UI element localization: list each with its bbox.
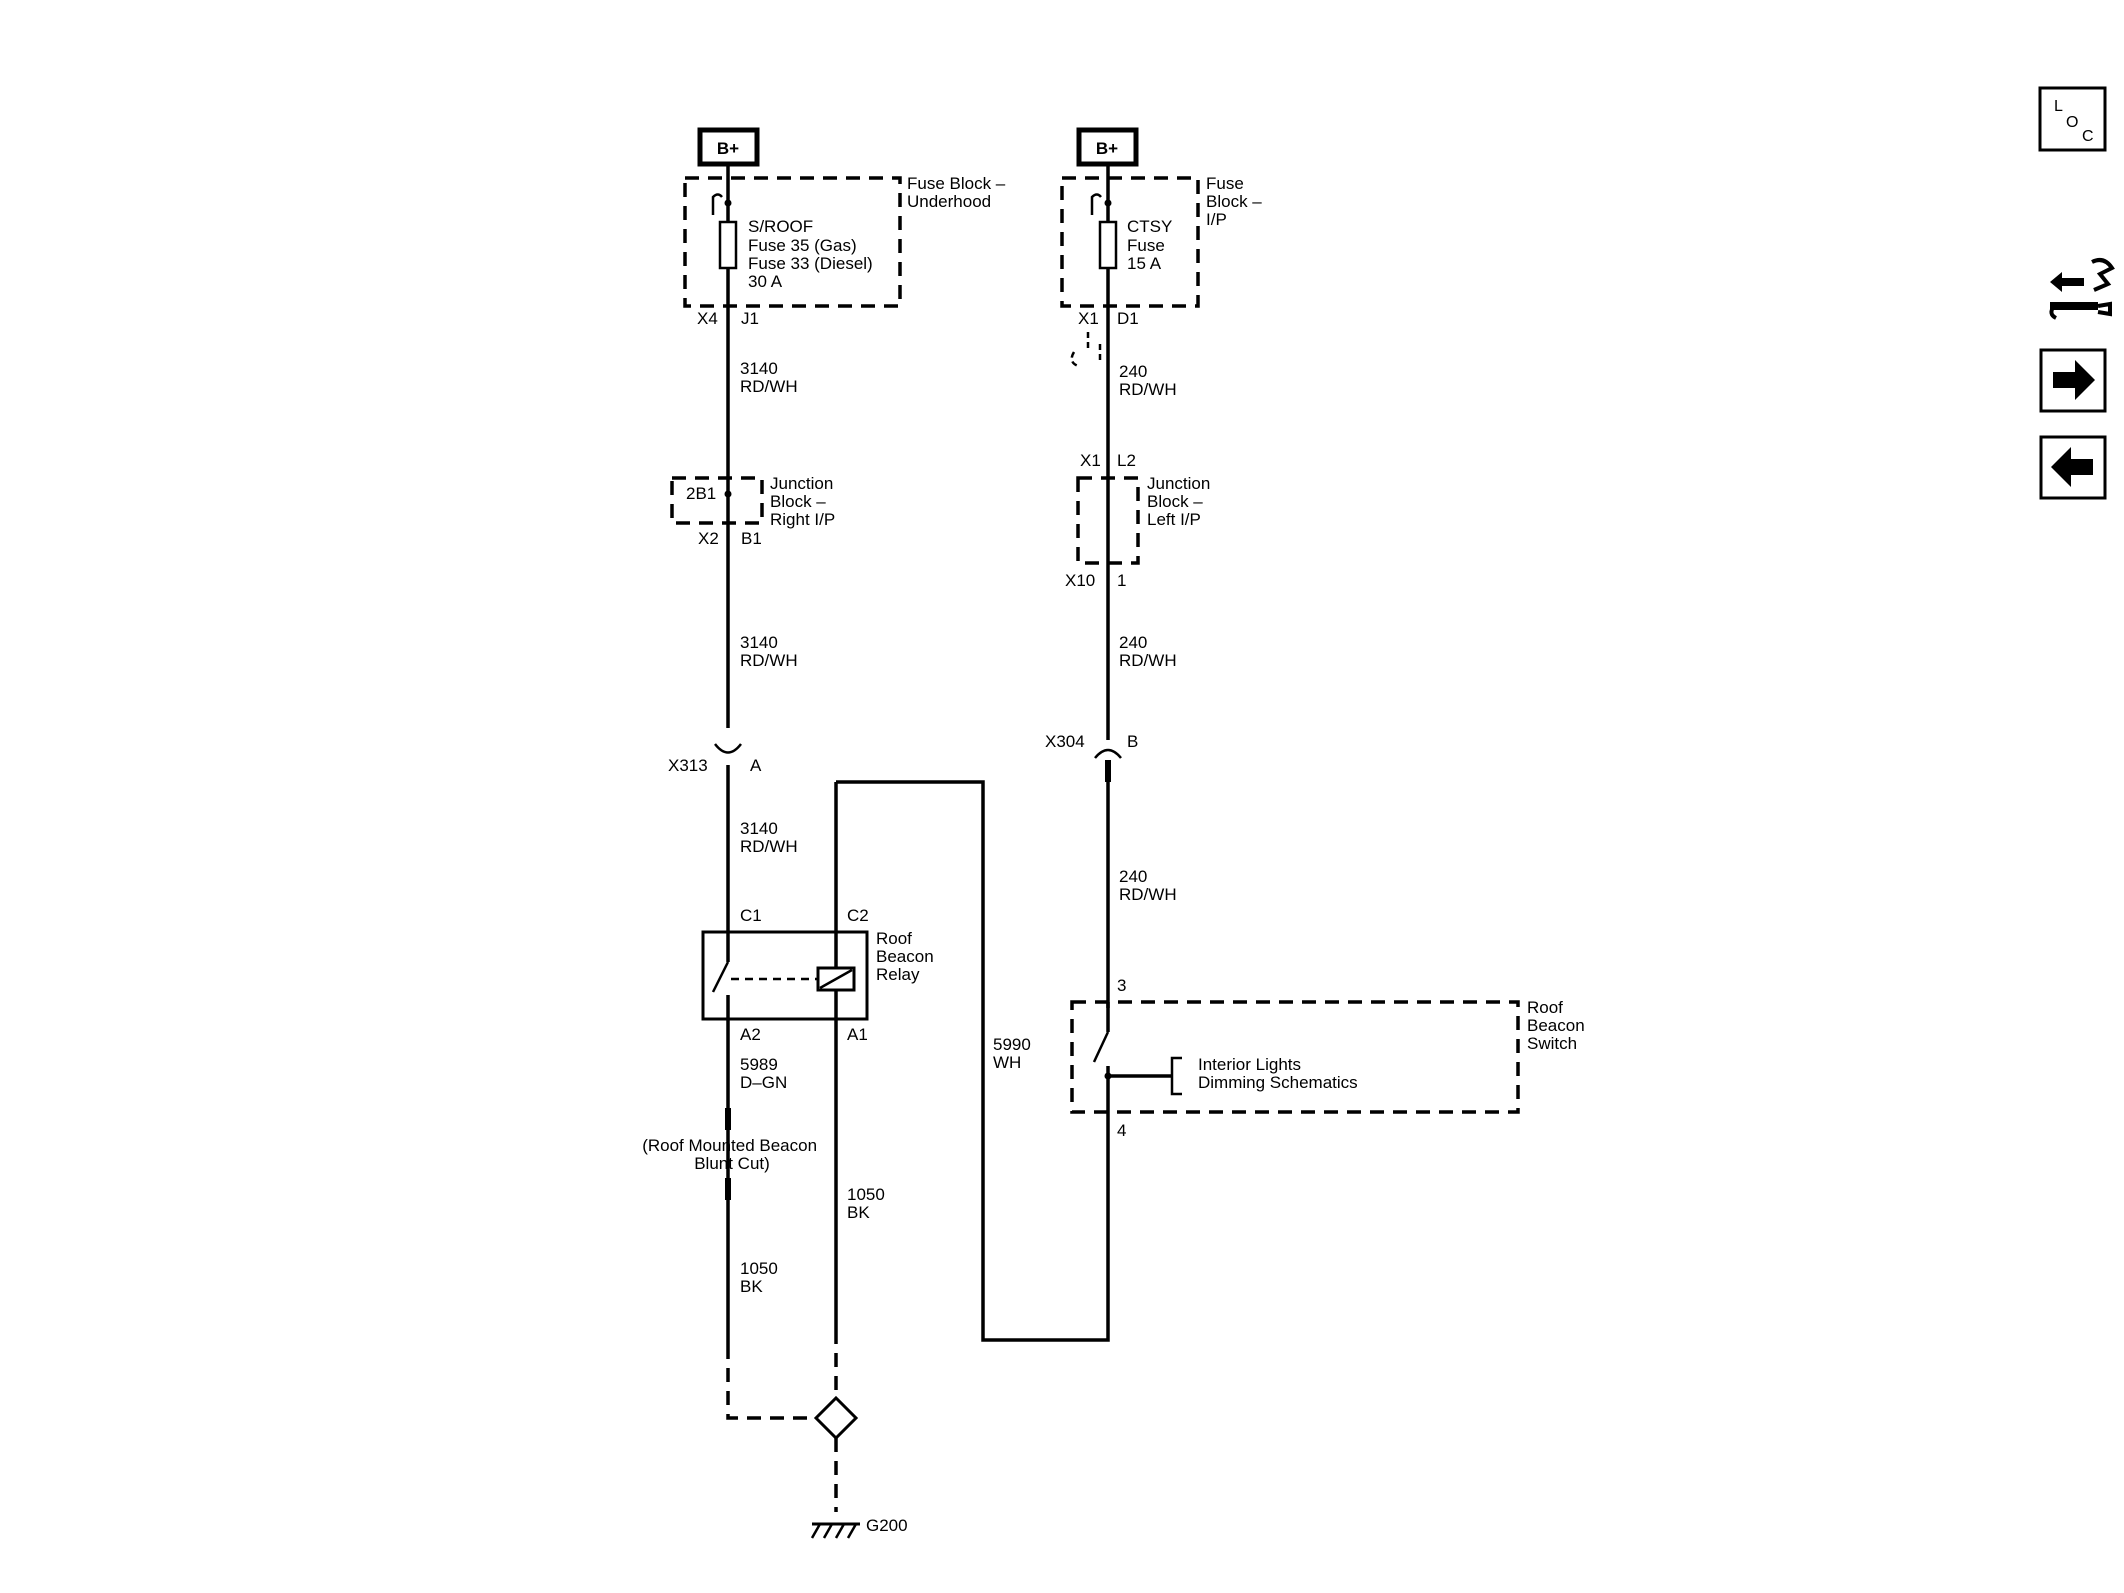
connector-list-button[interactable] [2049,258,2115,320]
switch-pin-4: 4 [1117,1121,1126,1140]
wire-5989-label: 5989 D–GN [740,1055,787,1092]
x304-pin-label: B [1127,732,1138,751]
relay-pin-c2: C2 [847,906,869,925]
wire-1050-label-a: 1050 BK [740,1259,783,1296]
fuse-ip-connector-symbol [1070,332,1102,368]
battery-positive-label-left: B+ [717,139,739,158]
wire-240-label-a: 240 RD/WH [1119,362,1177,399]
loc-icon [2038,86,2107,152]
wire-3140-label-b: 3140 RD/WH [740,633,798,670]
junction-block-right-ip-name: Junction Block – Right I/P [770,474,838,529]
roof-beacon-relay-name: Roof Beacon Relay [876,929,938,984]
blunt-cut-upper-stub [725,1108,731,1130]
loc-button[interactable]: L O C [2038,86,2107,152]
junction-left-top-connector: X1 [1080,451,1101,470]
fuse-underhood-connector: X4 [697,309,718,328]
junction-right-inner-pin: 2B1 [686,484,716,503]
wire-3140-label-c: 3140 RD/WH [740,819,798,856]
fuse-ip-pin: D1 [1117,309,1139,328]
relay-pin-a1: A1 [847,1025,868,1044]
ground-splice-diamond [813,1395,859,1441]
wire-5990: 5990 WH [836,780,1110,1342]
left-arrow-icon [2051,447,2093,487]
relay-pin-a2: A2 [740,1025,761,1044]
wire-240-label-c: 240 RD/WH [1119,867,1177,904]
fuse-s-roof-label: S/ROOF Fuse 35 (Gas) Fuse 33 (Diesel) 30… [748,217,877,291]
left-circuit: B+ Fuse Block – Underhood S/ROOF Fuse 35… [642,127,1010,1539]
roof-beacon-relay [701,930,869,1021]
relay-switch-contact [711,961,730,993]
fuse-block-ip-name: Fuse Block – I/P [1206,174,1266,229]
blunt-cut-lower-stub [725,1178,731,1200]
relay-pin-c1: C1 [740,906,762,925]
fuse-s-roof [718,220,738,270]
wire-1050-label-b: 1050 BK [847,1185,890,1222]
connector-list-icon [2049,258,2115,320]
junction-left-top-pin: L2 [1117,451,1136,470]
wire-240-label-b: 240 RD/WH [1119,633,1177,670]
roof-beacon-switch-name: Roof Beacon Switch [1527,998,1589,1053]
ground-label: G200 [866,1516,908,1535]
x313-connector-label: X313 [668,756,708,775]
wire-3140-label-a: 3140 RD/WH [740,359,798,396]
loc-letter-l: L [2054,98,2063,115]
ground-g200-icon [810,1522,860,1539]
next-button[interactable] [2039,348,2107,413]
fuse-ctsy-label: CTSY Fuse 15 A [1127,217,1177,273]
junction-block-left-ip-name: Junction Block – Left I/P [1147,474,1215,529]
fuse-ip-connector: X1 [1078,309,1099,328]
right-arrow-icon [2053,360,2095,400]
junction-right-pin: B1 [741,529,762,548]
junction-right-connector: X2 [698,529,719,548]
fuse-block-underhood-name: Fuse Block – Underhood [907,174,1010,211]
fuse-underhood-pin: J1 [741,309,759,328]
junction-left-bottom-pin: 1 [1117,571,1126,590]
switch-contact [1092,1031,1110,1063]
inline-connector-x313 [714,743,742,754]
fuse-block-underhood-outline [683,176,902,308]
loc-letter-o: O [2066,114,2078,131]
junction-left-bottom-connector: X10 [1065,571,1095,590]
blunt-cut-label: (Roof Mounted Beacon Blunt Cut) [642,1136,822,1173]
inline-connector-x304 [1094,748,1122,759]
prev-button[interactable] [2039,435,2107,500]
dimming-reference-label: Interior Lights Dimming Schematics [1198,1055,1358,1092]
right-circuit: B+ Fuse Block – I/P CTSY Fuse 15 A X1 D1… [1045,127,1589,1140]
fuse-ctsy [1098,220,1118,270]
wire-5990-label: 5990 WH [993,1035,1036,1072]
x313-pin-label: A [750,756,762,775]
switch-pin-3: 3 [1117,976,1126,995]
battery-positive-label-right: B+ [1096,139,1118,158]
x304-connector-label: X304 [1045,732,1085,751]
fuse-block-ip-outline [1060,176,1200,308]
loc-letter-c: C [2082,128,2094,145]
dimming-reference-bracket [1170,1056,1182,1096]
